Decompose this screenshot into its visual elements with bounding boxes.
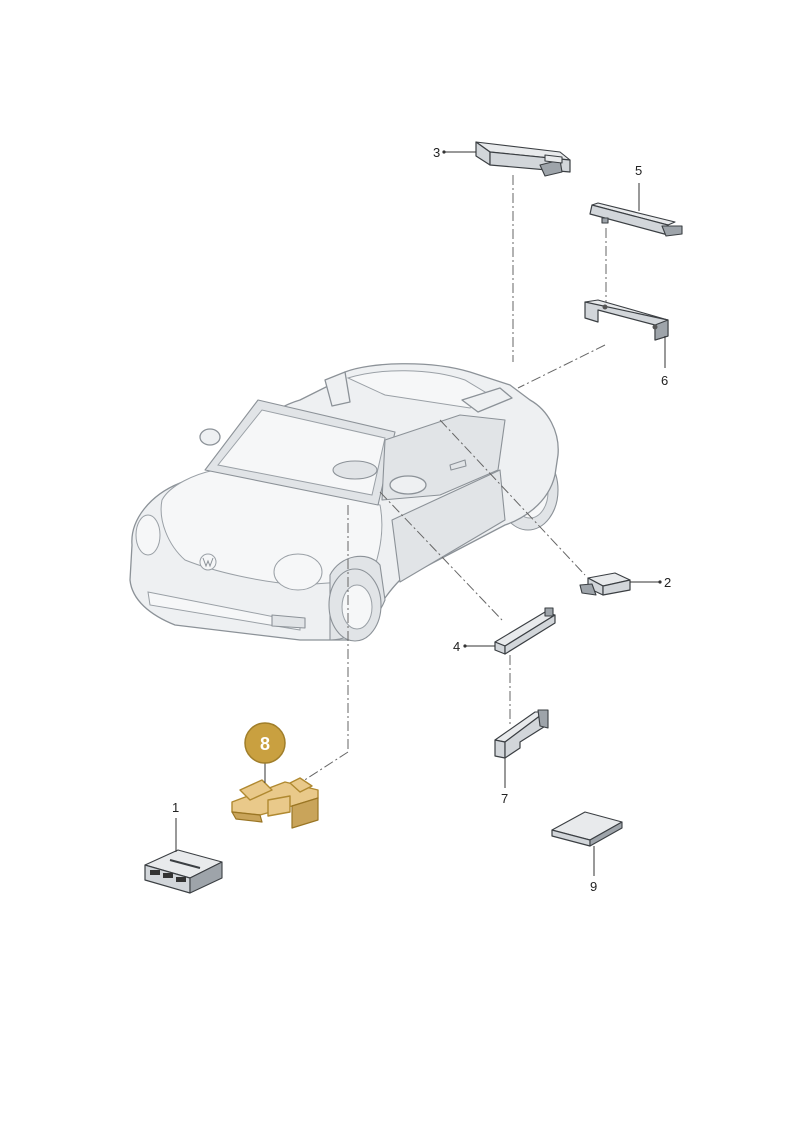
callout-9: 9 [590,879,597,894]
callout-7: 7 [501,791,508,806]
callout-leaders [175,150,666,876]
part-5-antenna-bar [589,202,683,237]
callout-3: 3 [433,145,440,160]
callout-labels: 3 5 6 2 4 7 1 9 [172,145,671,894]
part-3-antenna-module [475,141,571,177]
leader-lines [299,175,607,784]
callout-2: 2 [664,575,671,590]
part-9-pad [551,811,623,847]
part-1-control-unit [144,849,223,894]
callout-1: 1 [172,800,179,815]
part-7-bracket [494,709,549,759]
part-6-bracket [584,299,669,341]
badge-number: 8 [260,734,270,754]
callout-5: 5 [635,163,642,178]
callout-6: 6 [661,373,668,388]
highlight-badge-8[interactable]: 8 [244,722,286,764]
part-8-highlighted-bracket [231,777,319,829]
part-4-antenna [494,607,556,655]
car-illustration [129,363,559,642]
badge-circle [244,722,286,764]
callout-4: 4 [453,639,460,654]
part-2-sensor [579,572,631,596]
